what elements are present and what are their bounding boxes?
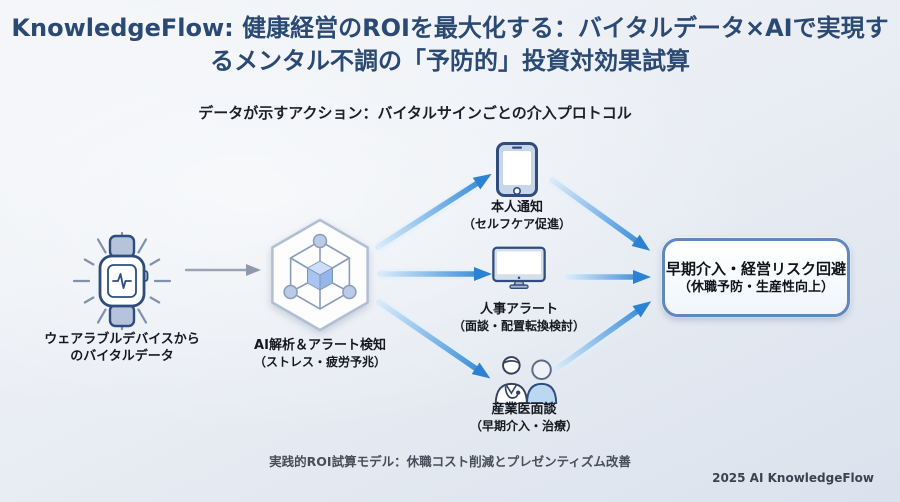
credit-text: 2025 AI KnowledgeFlow [712, 471, 874, 485]
diagram-subtitle: データが示すアクション：バイタルサインごとの介入プロトコル [198, 104, 632, 122]
outcome-label-main: 早期介入・経営リスク回避 [665, 259, 846, 278]
network-nodes [283, 233, 357, 300]
self-notify-label-main: 本人通知 [490, 200, 543, 215]
wearable-label-line1: ウェアラブルデバイスから [44, 332, 200, 347]
center-cube [307, 260, 333, 291]
page-title-line1: KnowledgeFlow: 健康経営のROIを最大化する：バイタルデータ×AI… [11, 14, 889, 42]
arrow-physician-to-outcome [553, 301, 652, 372]
hr-alert-label-sub: （面談・配置転換検討） [452, 319, 585, 333]
heartbeat-line [112, 273, 132, 289]
arrow-notify-to-outcome [549, 177, 651, 251]
page-title-line2: るメンタル不調の「予防的」投資対効果試算 [210, 47, 690, 75]
smartphone-icon [496, 142, 538, 197]
hr-alert-label: 人事アラート （面談・配置転換検討） [424, 301, 614, 334]
desktop-monitor-icon [492, 246, 546, 290]
ai-analysis-label-sub: （ストレス・疲労予兆） [253, 355, 386, 369]
self-notify-label: 本人通知 （セルフケア促進） [422, 199, 612, 232]
roi-model-caption: 実践的ROI試算モデル：休職コスト削減とプレゼンティズム改善 [269, 454, 631, 469]
ai-analysis-label: AI解析＆アラート検知 （ストレス・疲労予兆） [225, 337, 415, 370]
ai-network-cube-icon [271, 218, 369, 332]
physician-label-sub: （早期介入・治療） [469, 419, 578, 433]
physician-label-main: 産業医面談 [491, 402, 557, 417]
ai-analysis-label-main: AI解析＆アラート検知 [254, 338, 386, 353]
wearable-label: ウェアラブルデバイスから のバイタルデータ [27, 331, 217, 365]
wearable-label-line2: のバイタルデータ [70, 349, 174, 364]
page-title: KnowledgeFlow: 健康経営のROIを最大化する：バイタルデータ×AI… [0, 12, 900, 78]
smartwatch-icon [72, 231, 172, 331]
self-notify-label-sub: （セルフケア促進） [462, 217, 571, 231]
outcome-label-sub: （休職予防・生産性向上） [677, 279, 834, 295]
arrow-ai-to-notify [375, 173, 492, 250]
doctor-figure [494, 356, 528, 404]
hr-alert-label-main: 人事アラート [479, 302, 558, 317]
outcome-box: 早期介入・経営リスク回避 （休職予防・生産性向上） [662, 238, 850, 317]
physician-label: 産業医面談 （早期介入・治療） [429, 401, 619, 434]
patient-figure [525, 359, 558, 404]
doctor-consultation-icon [494, 356, 558, 404]
arrow-ai-to-physician [376, 299, 491, 379]
